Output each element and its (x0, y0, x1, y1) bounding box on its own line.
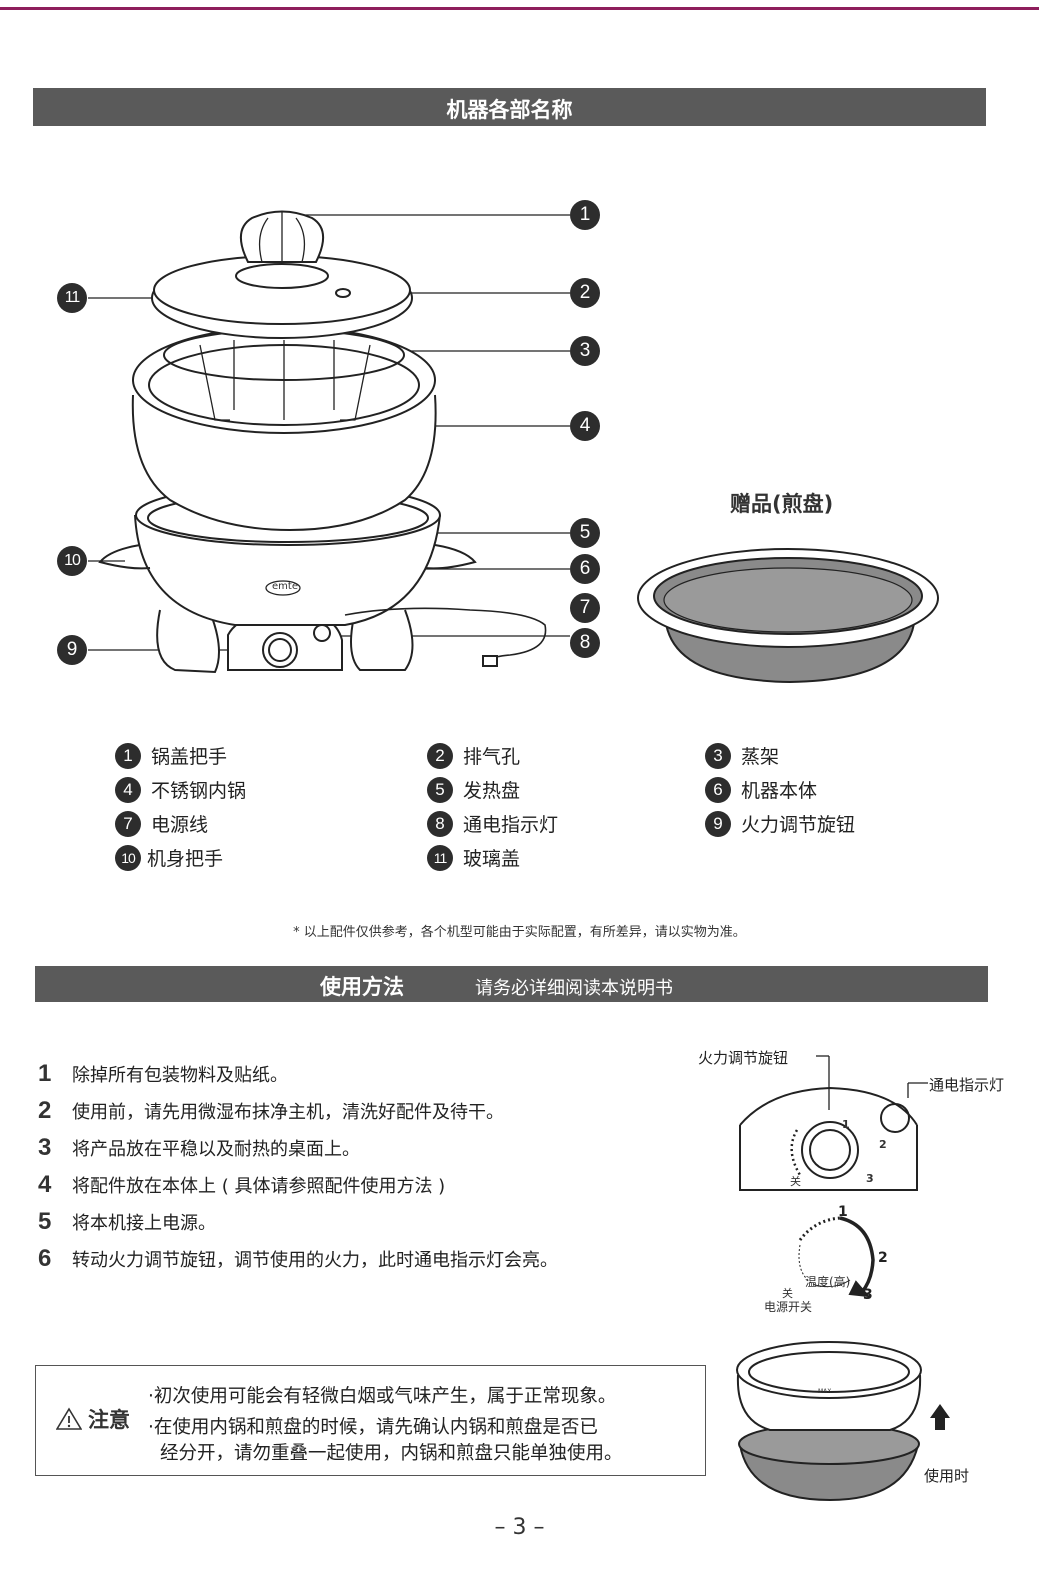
callout-5: 5 (570, 518, 600, 548)
step-item: 4 将配件放在本体上 ( 具体请参照配件使用方法 ) (38, 1171, 445, 1199)
legend-label: 电源线 (151, 814, 209, 836)
legend-label: 机身把手 (147, 848, 224, 870)
dial-mark-1: 1 (842, 1118, 850, 1131)
step-item: 6 转动火力调节旋钮，调节使用的火力，此时通电指示灯会亮。 (38, 1245, 558, 1273)
callout-3: 3 (570, 336, 600, 366)
caution-title: 注意 (88, 1408, 130, 1432)
usage-label: 使用时 (924, 1467, 970, 1485)
top-rule (0, 0, 1039, 10)
caution-label: 注意 (56, 1404, 130, 1434)
footnote: * 以上配件仅供参考，各个机型可能由于实际配置，有所差异，请以实物为准。 (293, 925, 746, 940)
brand-logo: emte (272, 581, 298, 592)
legend-num: 8 (427, 810, 453, 837)
callout-8: 8 (570, 628, 600, 658)
legend-item: 10 机身把手 (115, 844, 223, 871)
legend-label: 通电指示灯 (463, 814, 559, 836)
caution-line-3: 经分开，请勿重叠一起使用，内锅和煎盘只能单独使用。 (160, 1443, 623, 1464)
legend-num: 2 (427, 742, 453, 769)
legend-label: 蒸架 (741, 746, 780, 768)
legend-item: 2 排气孔 (427, 742, 520, 769)
legend-num: 4 (115, 776, 141, 803)
off-mark: 关 (790, 1175, 801, 1188)
indicator-light-label: 通电指示灯 (929, 1076, 1005, 1094)
step-number: 3 (38, 1134, 52, 1161)
legend-num: 5 (427, 776, 453, 803)
legend-label: 排气孔 (463, 746, 521, 768)
caution-box: 注意 ·初次使用可能会有轻微白烟或气味产生，属于正常现象。 ·在使用内锅和煎盘的… (35, 1365, 706, 1476)
legend-num: 6 (705, 776, 731, 803)
dial-mark-2: 2 (879, 1138, 887, 1151)
legend-label: 锅盖把手 (151, 746, 228, 768)
step-item: 3 将产品放在平稳以及耐热的桌面上。 (38, 1134, 360, 1162)
caution-line-1: ·初次使用可能会有轻微白烟或气味产生，属于正常现象。 (148, 1386, 617, 1407)
knob-label: 火力调节旋钮 (698, 1049, 789, 1067)
dial-large-mark-1: 1 (838, 1204, 848, 1220)
step-item: 1 除掉所有包装物料及贴纸。 (38, 1060, 288, 1088)
section-header-usage: 使用方法 请务必详细阅读本说明书 (35, 966, 988, 1002)
warning-icon (56, 1407, 82, 1430)
legend-item: 3 蒸架 (705, 742, 779, 769)
legend-item: 5 发热盘 (427, 776, 520, 803)
legend-item: 11 玻璃盖 (427, 844, 520, 871)
step-text: 除掉所有包装物料及贴纸。 (72, 1065, 288, 1086)
legend-item: 4 不锈钢内锅 (115, 776, 246, 803)
max-mark: MAX (818, 1388, 832, 1395)
legend-num: 1 (115, 742, 141, 769)
gift-title: 赠品(煎盘) (730, 492, 834, 516)
section-title: 机器各部名称 (446, 98, 573, 122)
step-item: 2 使用前，请先用微湿布抹净主机，清洗好配件及待干。 (38, 1097, 504, 1125)
step-number: 5 (38, 1208, 52, 1235)
power-switch-label: 电源开关 (764, 1300, 813, 1314)
callout-10: 10 (57, 546, 87, 576)
dial-mark-3: 3 (866, 1172, 874, 1185)
section-subtitle: 请务必详细阅读本说明书 (475, 978, 673, 999)
legend-label: 火力调节旋钮 (741, 814, 856, 836)
legend-label: 不锈钢内锅 (151, 780, 247, 802)
step-item: 5 将本机接上电源。 (38, 1208, 216, 1236)
legend-num: 11 (427, 844, 453, 871)
step-number: 6 (38, 1245, 52, 1272)
legend-label: 发热盘 (463, 780, 521, 802)
callout-6: 6 (570, 554, 600, 584)
page-number: – 3 – (494, 1515, 545, 1540)
callout-1: 1 (570, 200, 600, 230)
legend-label: 机器本体 (741, 780, 818, 802)
legend-num: 3 (705, 742, 731, 769)
callout-4: 4 (570, 411, 600, 441)
legend-item: 7 电源线 (115, 810, 208, 837)
legend-item: 8 通电指示灯 (427, 810, 558, 837)
legend-label: 玻璃盖 (463, 848, 521, 870)
step-number: 4 (38, 1171, 52, 1198)
dial-large-mark-3: 3 (863, 1287, 873, 1303)
step-text: 将产品放在平稳以及耐热的桌面上。 (72, 1139, 360, 1160)
legend-num: 10 (115, 844, 141, 871)
section-header-parts: 机器各部名称 (33, 88, 986, 126)
step-text: 转动火力调节旋钮，调节使用的火力，此时通电指示灯会亮。 (72, 1250, 558, 1271)
step-text: 使用前，请先用微湿布抹净主机，清洗好配件及待干。 (72, 1102, 504, 1123)
callout-2: 2 (570, 278, 600, 308)
legend-item: 1 锅盖把手 (115, 742, 227, 769)
dial-large-mark-2: 2 (878, 1250, 888, 1266)
callout-7: 7 (570, 593, 600, 623)
section-title: 使用方法 (320, 975, 404, 999)
step-text: 将配件放在本体上 ( 具体请参照配件使用方法 ) (72, 1176, 446, 1197)
callout-11: 11 (57, 283, 87, 313)
dial-off-mark: 关 (782, 1287, 793, 1300)
step-number: 1 (38, 1060, 52, 1087)
callout-9: 9 (57, 635, 87, 665)
legend-num: 7 (115, 810, 141, 837)
caution-line-2: ·在使用内锅和煎盘的时候，请先确认内锅和煎盘是否已 (148, 1417, 598, 1438)
legend-item: 6 机器本体 (705, 776, 817, 803)
step-text: 将本机接上电源。 (72, 1213, 216, 1234)
legend-item: 9 火力调节旋钮 (705, 810, 855, 837)
temperature-label: 温度(高) (805, 1275, 851, 1289)
step-number: 2 (38, 1097, 52, 1124)
legend-num: 9 (705, 810, 731, 837)
